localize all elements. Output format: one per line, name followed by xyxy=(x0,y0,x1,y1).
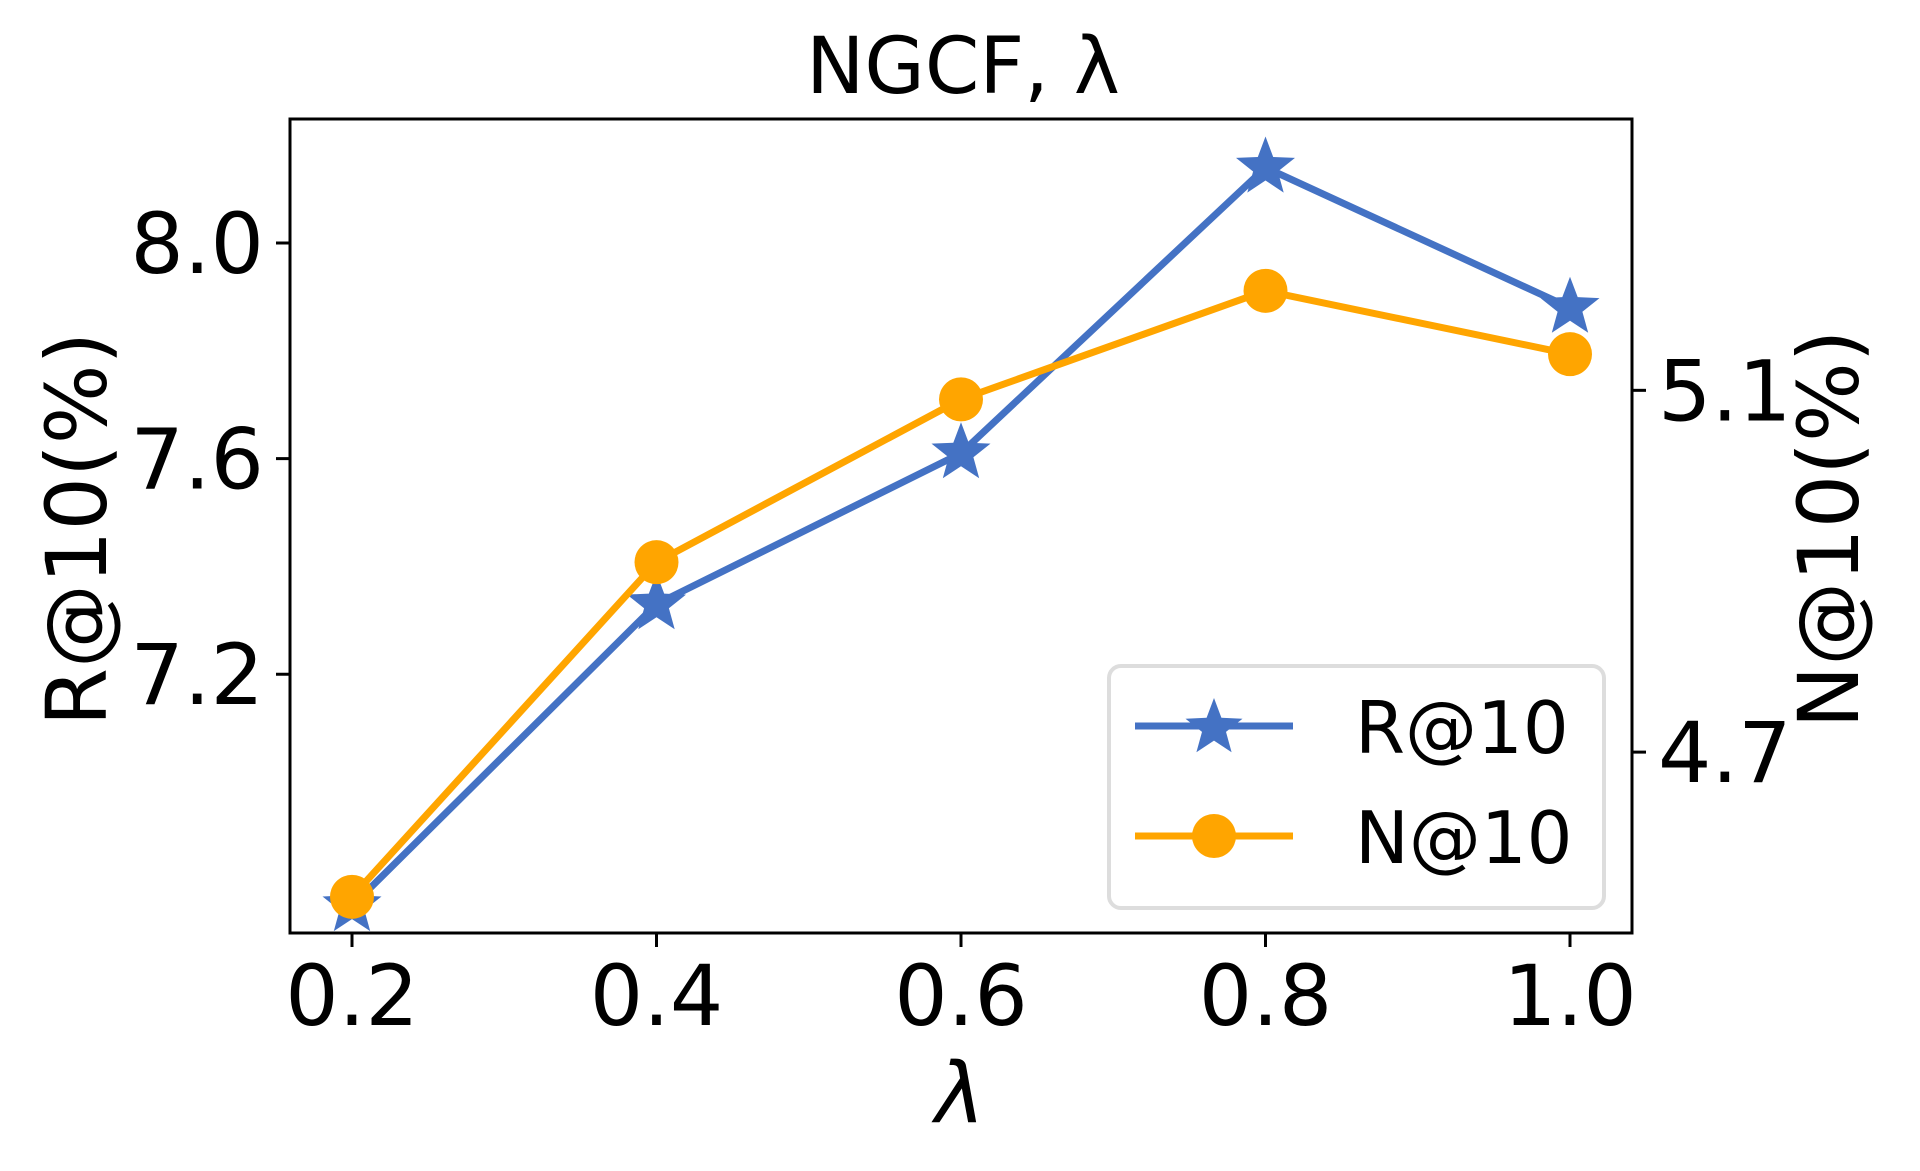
circle-marker-icon xyxy=(634,540,679,585)
legend-item: R@10 xyxy=(1135,686,1569,770)
y-tick-label-left: 7.6 xyxy=(130,411,264,509)
star-marker-icon xyxy=(931,422,991,479)
x-tick-label: 0.8 xyxy=(1199,947,1333,1045)
circle-marker-icon xyxy=(1548,332,1592,377)
series-n-10 xyxy=(330,268,1592,919)
circle-marker-icon xyxy=(939,377,983,422)
y-axis-label-right: N@10(%) xyxy=(1780,329,1878,728)
star-marker-icon xyxy=(627,573,686,630)
y-tick-label-right: 4.7 xyxy=(1658,704,1792,802)
legend-label: N@10 xyxy=(1355,796,1572,880)
circle-marker-icon xyxy=(1192,814,1236,858)
legend-label: R@10 xyxy=(1355,686,1569,770)
y-tick-label-left: 7.2 xyxy=(130,626,264,724)
x-axis-ticks: 0.2 0.4 0.6 0.8 1.0 xyxy=(285,933,1637,1045)
x-tick-label: 0.2 xyxy=(285,947,419,1045)
x-tick-label: 0.6 xyxy=(894,947,1028,1045)
x-axis-label: λ xyxy=(931,1044,985,1142)
star-marker-icon xyxy=(1185,698,1243,753)
y-tick-label-left: 8.0 xyxy=(130,195,264,293)
legend-item: N@10 xyxy=(1135,796,1572,880)
y-axis-left-ticks: 7.2 7.6 8.0 xyxy=(130,195,290,724)
y-axis-label-left: R@10(%) xyxy=(28,332,126,727)
circle-marker-icon xyxy=(1243,268,1288,313)
legend: R@10N@10 xyxy=(1107,664,1606,910)
x-tick-label: 0.4 xyxy=(590,947,724,1045)
chart-title: NGCF, λ xyxy=(806,22,1120,112)
star-marker-icon xyxy=(1540,276,1600,333)
series-layer xyxy=(322,136,1600,932)
circle-marker-icon xyxy=(330,874,374,919)
star-marker-icon xyxy=(1236,136,1295,193)
x-tick-label: 1.0 xyxy=(1503,947,1637,1045)
y-axis-right-ticks: 4.7 5.1 xyxy=(1632,342,1792,802)
y-tick-label-right: 5.1 xyxy=(1658,342,1792,440)
